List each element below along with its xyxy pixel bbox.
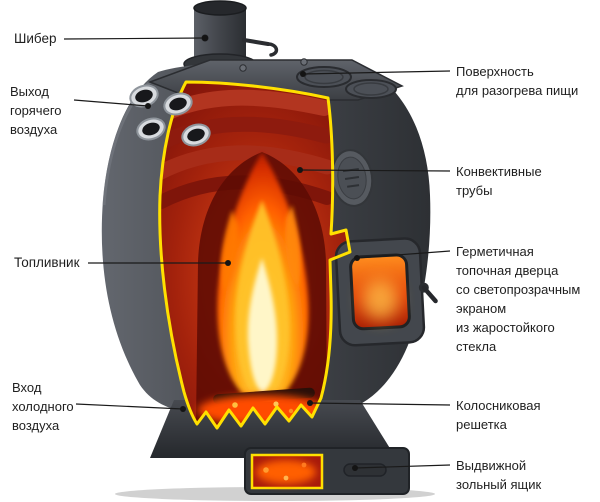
label-sealed-door: Герметичная топочная дверца со светопроз… xyxy=(456,244,581,354)
label-ash-drawer: Выдвижной зольный ящик xyxy=(456,458,542,492)
burner-lid xyxy=(345,79,397,99)
leader-door xyxy=(356,250,451,259)
leader-lines xyxy=(63,37,451,469)
leader-hot-air xyxy=(73,99,149,107)
leader-dots xyxy=(145,35,360,471)
leader-grate xyxy=(309,402,451,406)
drawer-handle xyxy=(343,463,387,477)
label-cooking-surface: Поверхность для разогрева пищи xyxy=(456,64,579,98)
label-convective-tubes: Конвективные трубы xyxy=(456,164,542,198)
leader-cold-air xyxy=(75,403,184,410)
label-damper: Шибер xyxy=(14,31,57,46)
leader-cooking-surface xyxy=(302,70,451,75)
label-cold-air-inlet: Вход холодного воздуха xyxy=(12,380,74,433)
label-hot-air-outlet: Выход горячего воздуха xyxy=(10,84,62,137)
emblem-badge xyxy=(330,149,374,207)
label-firebox: Топливник xyxy=(14,255,80,270)
leader-damper xyxy=(63,37,206,40)
leader-ash-drawer xyxy=(354,464,451,469)
firebox-door xyxy=(334,237,438,347)
ash-drawer-art xyxy=(244,447,410,495)
door-handle xyxy=(418,282,438,304)
burner-lid xyxy=(296,66,352,88)
hot-air-holes xyxy=(129,84,211,147)
label-grate: Колосниковая решетка xyxy=(456,398,541,432)
leader-convective-tubes xyxy=(299,169,451,172)
flame xyxy=(217,152,309,408)
